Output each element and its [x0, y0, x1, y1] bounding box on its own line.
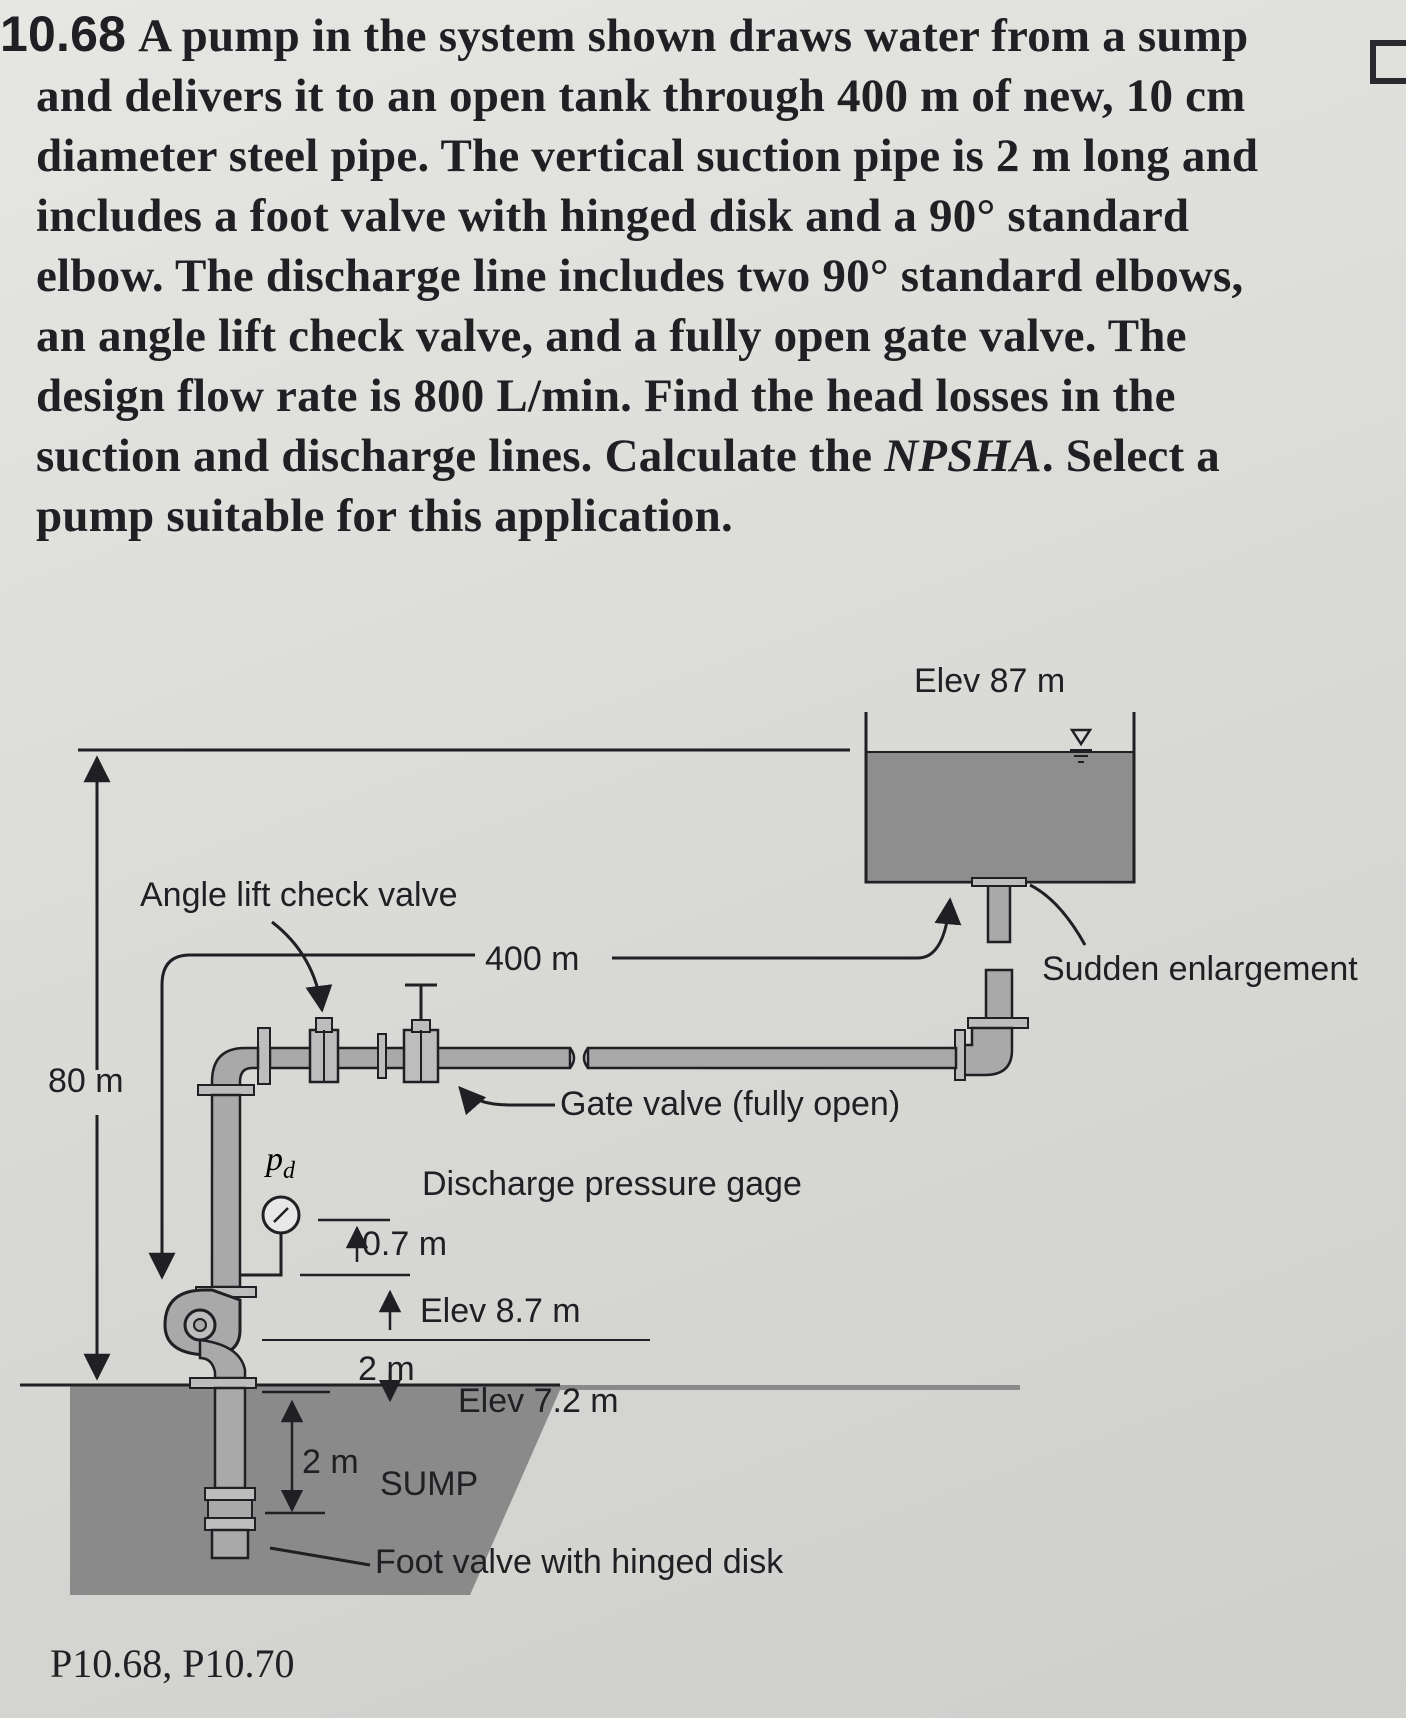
problem-line-8: suction and discharge lines. Calculate t… [36, 430, 1220, 482]
sudden-enlargement-leader [1029, 883, 1087, 946]
label-elev-7-2: Elev 7.2 m [458, 1382, 619, 1420]
riser-flange [967, 1017, 1029, 1029]
problem-number: 10.68 [0, 6, 127, 62]
label-dim-2m-b: 2 m [302, 1443, 359, 1481]
tank-water [866, 752, 1134, 880]
check-valve-leader [271, 920, 333, 1013]
problem-line-4: includes a foot valve with hinged disk a… [36, 190, 1190, 242]
foot-valve-leader [269, 1546, 371, 1567]
flange-2 [377, 1033, 387, 1079]
label-check-valve: Angle lift check valve [140, 876, 458, 914]
npsha-term: NPSHA [884, 430, 1042, 482]
suction-pipe [213, 1386, 247, 1490]
pipe-length-leader-right [612, 897, 962, 960]
discharge-riser [984, 968, 1014, 1024]
label-sudden-enlargement: Sudden enlargement [1042, 950, 1358, 988]
figure-caption: P10.68, P10.70 [50, 1641, 295, 1686]
problem-line-9: pump suitable for this application. [36, 490, 733, 542]
page-tab-mark [1370, 40, 1406, 84]
label-sump: SUMP [380, 1465, 478, 1503]
check-valve [308, 1017, 340, 1084]
pipe-break-right [582, 1047, 590, 1069]
label-pressure-symbol: pd [264, 1141, 296, 1184]
tank-inlet-flange [971, 877, 1027, 887]
flange-1 [257, 1027, 271, 1085]
problem-line-2: and delivers it to an open tank through … [36, 70, 1246, 122]
label-elev-8-7: Elev 8.7 m [420, 1292, 581, 1330]
discharge-pipe-right [586, 1046, 958, 1070]
label-pipe-length: 400 m [485, 940, 580, 978]
pump-icon [163, 1288, 257, 1389]
water-level-icon [1069, 728, 1093, 763]
label-foot-valve: Foot valve with hinged disk [375, 1543, 784, 1581]
label-height-80: 80 m [48, 1062, 124, 1100]
label-discharge-gage: Discharge pressure gage [422, 1165, 802, 1203]
pressure-gage-icon [240, 1195, 301, 1277]
problem-line-6: an angle lift check valve, and a fully o… [36, 310, 1187, 362]
tank-inlet-pipe [986, 880, 1012, 944]
vertical-discharge-flange [197, 1084, 255, 1096]
label-elev-top: Elev 87 m [914, 662, 1065, 700]
pump-system-diagram: Elev 87 m Angle lift check valve 400 m S… [20, 662, 1358, 1595]
problem-line-5: elbow. The discharge line includes two 9… [36, 250, 1244, 302]
gate-valve-leader [458, 1085, 555, 1116]
pipe-break-left [568, 1047, 576, 1069]
label-dim-0-7: 0.7 m [362, 1225, 447, 1263]
problem-line-7: design flow rate is 800 L/min. Find the … [36, 370, 1176, 422]
problem-line-3: diameter steel pipe. The vertical suctio… [36, 130, 1259, 182]
pipe-length-leader [148, 953, 475, 1280]
gate-valve [402, 983, 440, 1084]
vertical-discharge-pipe [210, 1093, 242, 1289]
label-dim-2m-a: 2 m [358, 1350, 415, 1388]
label-gate-valve: Gate valve (fully open) [560, 1085, 900, 1123]
right-elbow [958, 1026, 1014, 1077]
sump-ground [70, 1385, 1020, 1595]
foot-valve [204, 1487, 256, 1560]
